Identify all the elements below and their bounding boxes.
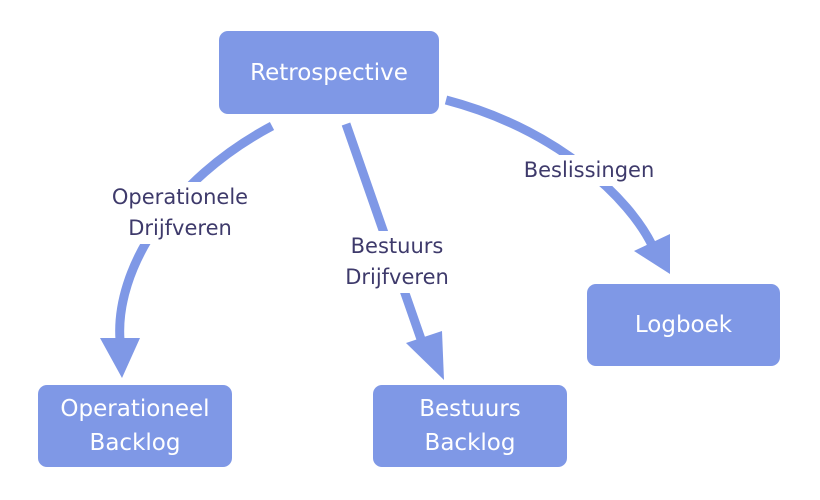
node-logbook-label: Logboek <box>634 312 733 338</box>
node-operational-backlog-label: Operationeel Backlog <box>60 396 210 456</box>
node-operational-backlog: Operationeel Backlog <box>38 385 232 467</box>
node-logbook: Logboek <box>587 284 780 366</box>
edge-label-board-drivers: Bestuurs Drijfveren <box>322 231 472 293</box>
arrow-operational-drivers <box>100 122 275 378</box>
arrow-decisions <box>444 95 670 274</box>
node-board-backlog: Bestuurs Backlog <box>373 385 567 467</box>
node-retrospective-label: Retrospective <box>250 59 408 86</box>
node-retrospective: Retrospective <box>219 31 439 114</box>
edge-label-decisions: Beslissingen <box>510 155 668 186</box>
edge-label-operational-drivers: Operationele Drijfveren <box>100 182 260 244</box>
node-board-backlog-label: Bestuurs Backlog <box>419 396 521 456</box>
